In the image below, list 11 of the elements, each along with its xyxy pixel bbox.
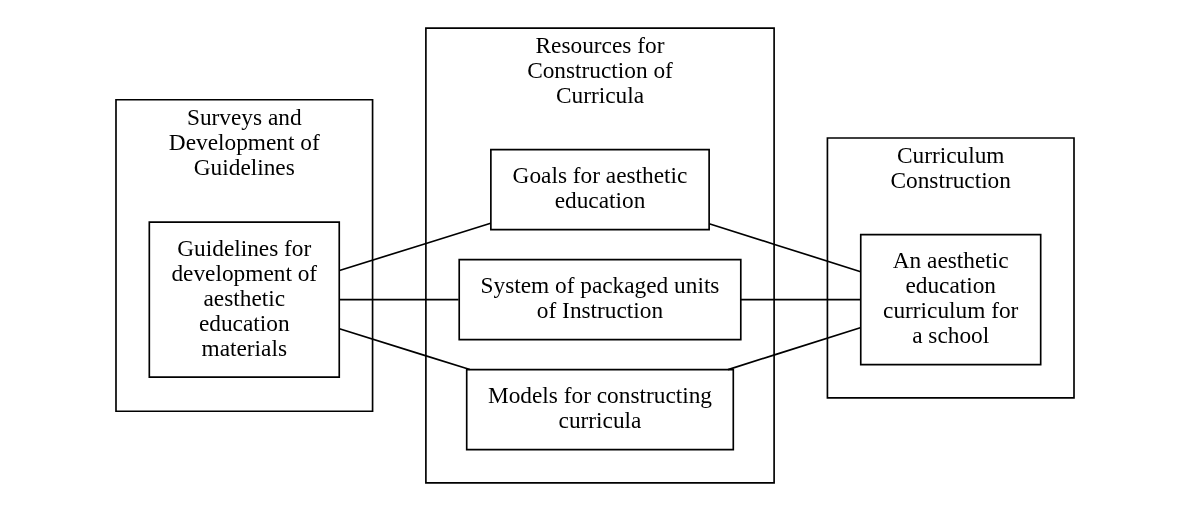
node-box: Goals for aesthetic education [489,148,710,231]
node-box: Guidelines for development of aesthetic education materials [148,221,340,378]
connector [338,298,459,301]
connector [707,222,861,273]
node-box: System of packaged units of Instruction [457,258,742,341]
connector [739,298,861,301]
connector [338,328,471,371]
connector [726,326,861,371]
node-box: Models for constructing curricula [465,368,734,451]
node-box: An aesthetic education curriculum for a school [859,233,1041,366]
connector [338,222,491,272]
